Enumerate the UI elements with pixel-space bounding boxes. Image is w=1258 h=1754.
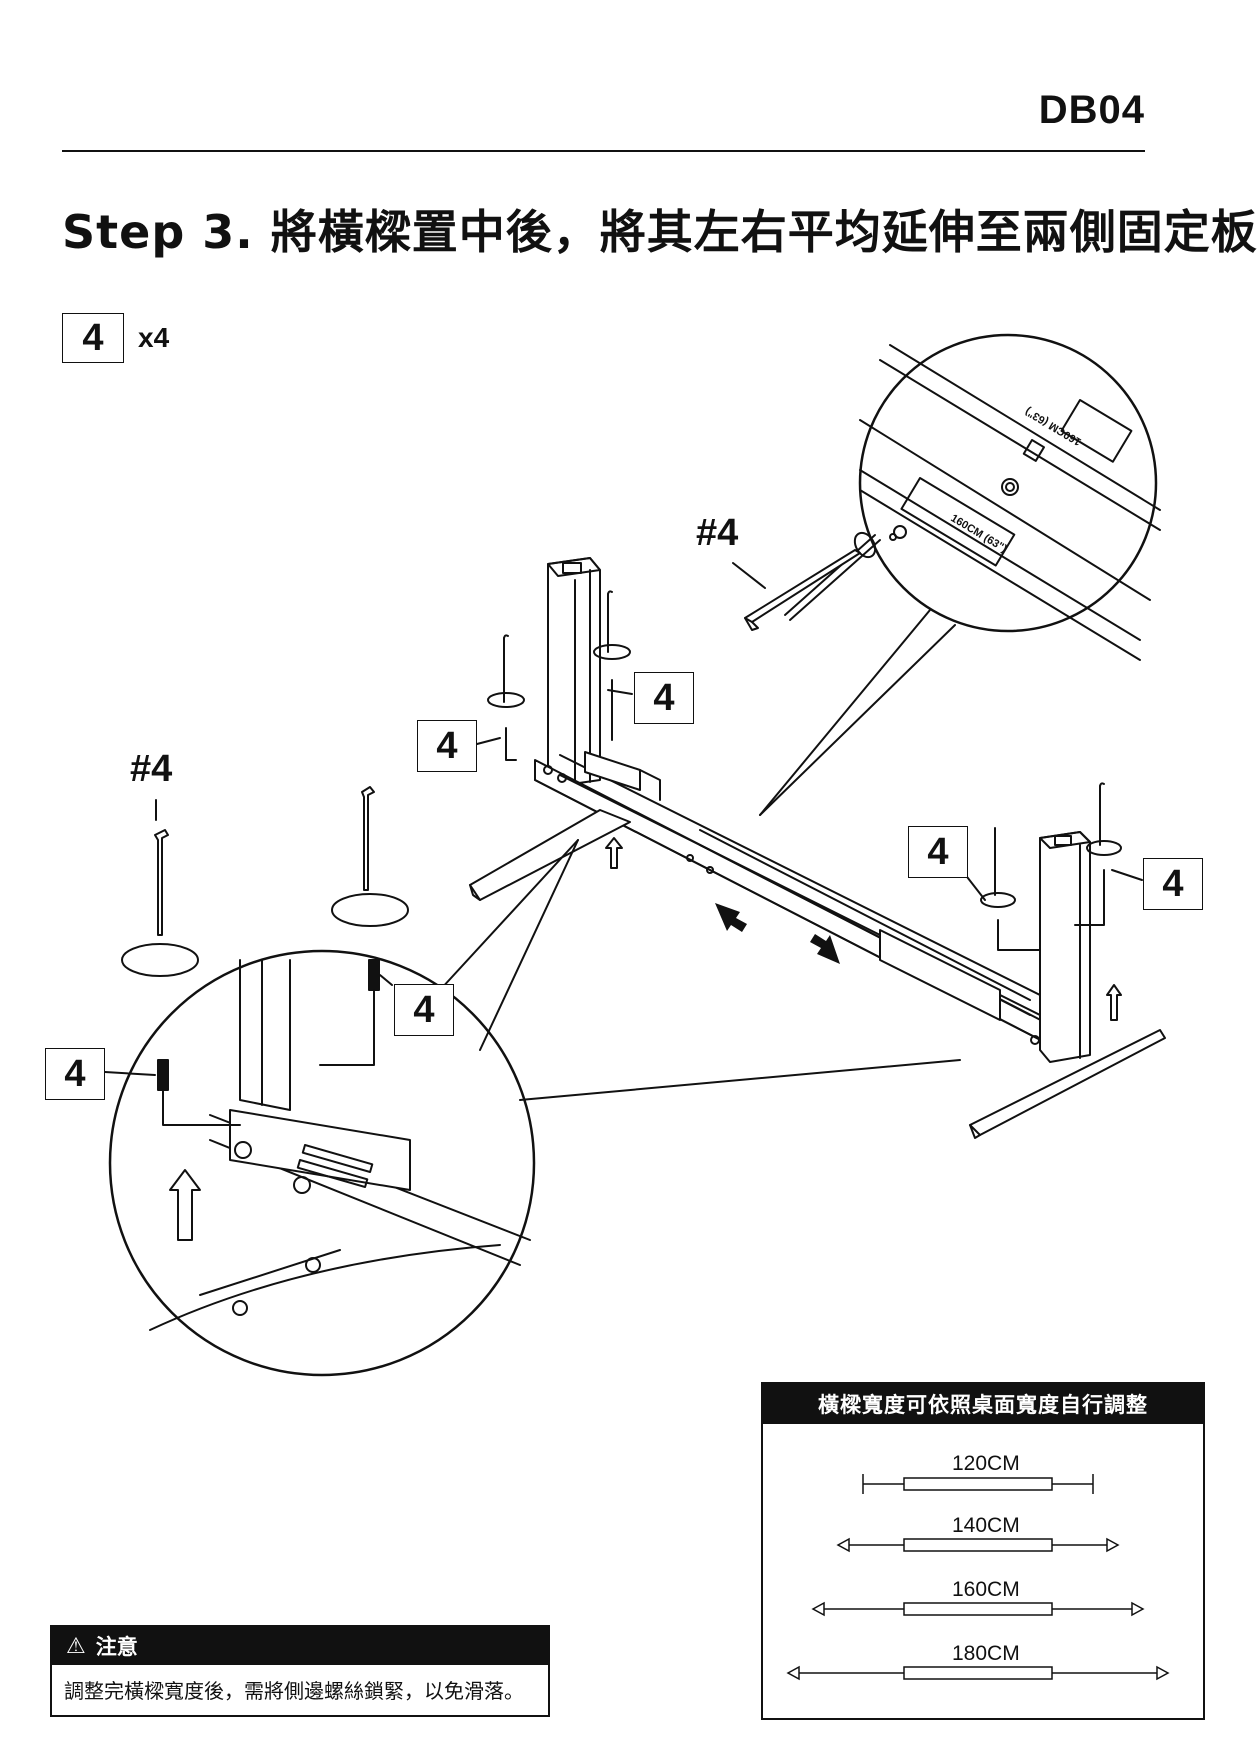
frame-beam bbox=[534, 751, 1091, 1053]
callout-number: 4 bbox=[653, 676, 675, 719]
callout-number: 4 bbox=[413, 988, 435, 1031]
width-label-160: 160CM bbox=[952, 1578, 1020, 1601]
callout-box: 4 bbox=[634, 672, 694, 724]
callout-box: 4 bbox=[394, 984, 454, 1036]
hex-key-top bbox=[732, 549, 861, 631]
part-number: 4 bbox=[82, 316, 104, 359]
width-bar-180 bbox=[786, 1665, 1170, 1681]
width-adjustment-panel: 橫樑寬度可依照桌面寬度自行調整 120CM 140CM 160CM 180CM bbox=[761, 1382, 1205, 1720]
callout-number: 4 bbox=[64, 1052, 86, 1095]
caution-header: ⚠ 注意 bbox=[52, 1627, 548, 1665]
right-leg bbox=[969, 831, 1166, 1139]
header-divider bbox=[62, 150, 1145, 152]
part-quantity: x4 bbox=[138, 322, 170, 353]
document-code: DB04 bbox=[1038, 88, 1145, 132]
callout-number: 4 bbox=[436, 724, 458, 767]
extension-arrows bbox=[715, 903, 840, 964]
caution-notice: ⚠ 注意 調整完橫樑寬度後，需將側邊螺絲鎖緊，以免滑落。 bbox=[50, 1625, 550, 1717]
callout-box: 4 bbox=[1143, 858, 1203, 910]
part-number-box: 4 bbox=[62, 313, 124, 363]
width-label-140: 140CM bbox=[952, 1514, 1020, 1537]
left-foot bbox=[469, 809, 631, 901]
callout-number: 4 bbox=[1162, 862, 1184, 905]
callout-number: 4 bbox=[927, 830, 949, 873]
bolts-left bbox=[157, 959, 380, 1126]
hex-key-left-1 bbox=[154, 786, 375, 936]
rotation-symbols bbox=[121, 893, 409, 977]
width-label-180: 180CM bbox=[952, 1642, 1020, 1665]
caution-title: 注意 bbox=[95, 1635, 138, 1659]
detail-circle-bottom bbox=[108, 839, 961, 1377]
callout-box: 4 bbox=[908, 826, 968, 878]
up-arrows bbox=[605, 837, 1122, 1021]
width-panel-title: 橫樑寬度可依照桌面寬度自行調整 bbox=[763, 1384, 1203, 1424]
width-label-120: 120CM bbox=[952, 1452, 1020, 1475]
tool-label-left: #4 bbox=[130, 748, 173, 790]
width-bar-160 bbox=[811, 1601, 1145, 1617]
step-title: Step 3. 將橫樑置中後，將其左右平均延伸至兩側固定板 bbox=[62, 205, 1258, 259]
callout-box: 4 bbox=[45, 1048, 105, 1100]
tool-label-top: #4 bbox=[696, 512, 739, 554]
warning-triangle-icon: ⚠ bbox=[66, 1633, 86, 1659]
caution-text: 調整完橫樑寬度後，需將側邊螺絲鎖緊，以免滑落。 bbox=[64, 1679, 524, 1703]
callout-box: 4 bbox=[417, 720, 477, 772]
up-arrow-large bbox=[169, 1169, 201, 1241]
width-diagram bbox=[786, 1474, 1170, 1681]
width-bar-140 bbox=[836, 1537, 1120, 1553]
left-leg bbox=[547, 557, 601, 787]
width-bar-120 bbox=[862, 1474, 1094, 1494]
